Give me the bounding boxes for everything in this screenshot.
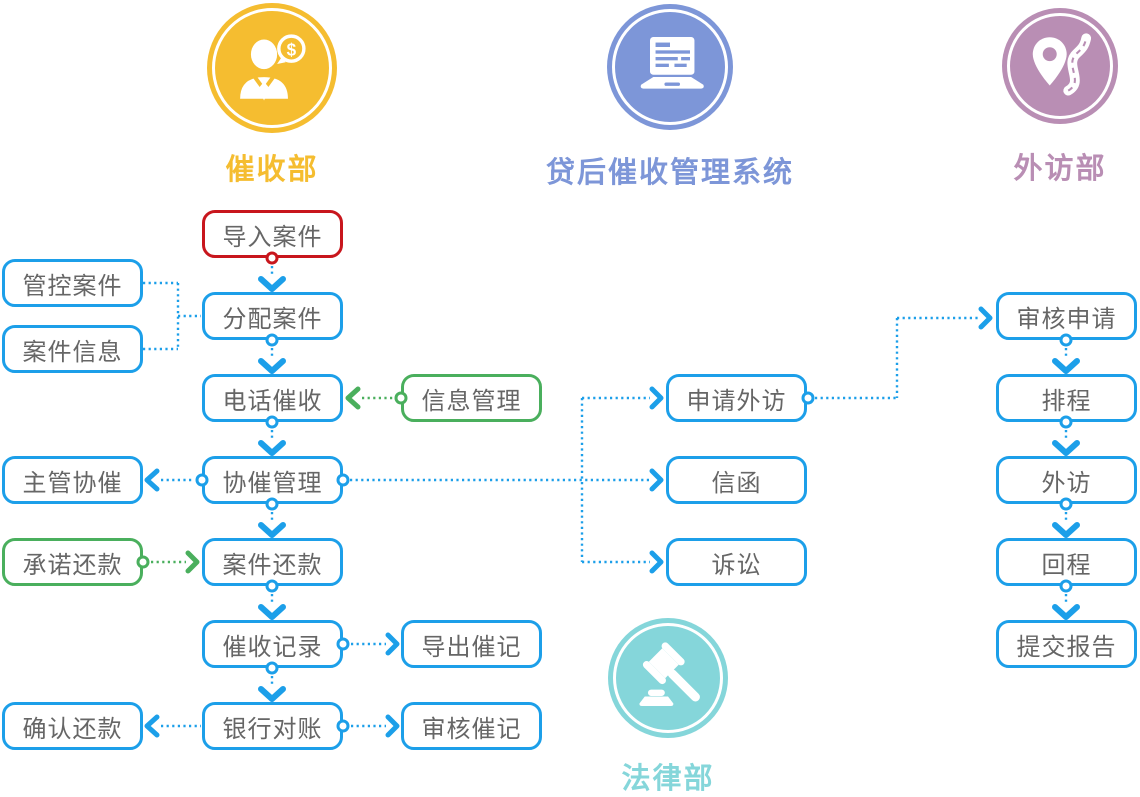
edge-control-info-to-assign	[143, 281, 201, 351]
node-assist-management: 协催管理	[202, 456, 343, 504]
node-confirm-repayment: 确认还款	[2, 702, 143, 750]
node-assign-case-label: 分配案件	[222, 305, 323, 333]
node-scheduling-label: 排程	[1041, 387, 1092, 415]
node-case-repayment-label: 案件还款	[222, 551, 323, 579]
node-field-visit-label: 外访	[1041, 469, 1092, 497]
node-case-info-label: 案件信息	[22, 338, 123, 366]
edge-info-to-phone	[345, 386, 408, 410]
laptop-icon	[640, 37, 704, 89]
dept-collection: $ 催收部	[72, 3, 472, 188]
legal-disc	[608, 618, 728, 738]
edge-bank-to-confirm	[144, 714, 201, 738]
node-bank-reconciliation: 银行对账	[202, 702, 343, 750]
node-submit-report-label: 提交报告	[1016, 633, 1117, 661]
node-assign-case: 分配案件	[202, 292, 343, 340]
edge-assist-to-repayment	[258, 497, 286, 538]
node-letter-label: 信函	[711, 469, 762, 497]
node-supervisor-assist-label: 主管协催	[22, 469, 123, 497]
edge-record-to-export	[336, 632, 400, 656]
node-lawsuit-label: 诉讼	[711, 551, 762, 579]
node-apply-visit: 申请外访	[666, 374, 807, 422]
person-dollar-icon: $	[240, 34, 306, 101]
map-pin-road-icon	[1032, 33, 1092, 96]
edge-review-to-scheduling	[1052, 333, 1080, 374]
node-review-record-label: 审核催记	[421, 715, 522, 743]
node-control-case-label: 管控案件	[22, 272, 123, 300]
node-phone-collection-label: 电话催收	[222, 387, 323, 415]
edge-assist-to-supervisor	[144, 468, 209, 492]
node-lawsuit: 诉讼	[666, 538, 807, 586]
node-promise-repayment-label: 承诺还款	[22, 551, 123, 579]
edge-assign-to-phone	[258, 333, 286, 374]
node-letter: 信函	[666, 456, 807, 504]
dept-system: 贷后催收管理系统	[470, 4, 870, 191]
node-case-repayment: 案件还款	[202, 538, 343, 586]
edge-scheduling-to-visit	[1052, 415, 1080, 456]
edge-import-to-assign	[258, 251, 286, 292]
dept-system-label: 贷后催收管理系统	[545, 157, 794, 189]
edge-repayment-to-record	[258, 579, 286, 620]
node-apply-visit-label: 申请外访	[686, 387, 787, 415]
dept-legal-label: 法律部	[621, 763, 715, 795]
node-promise-repayment: 承诺还款	[2, 538, 143, 586]
node-collection-record-label: 催收记录	[222, 633, 323, 661]
edge-phone-to-assist	[258, 415, 286, 456]
node-supervisor-assist: 主管协催	[2, 456, 143, 504]
dept-field-visit: 外访部	[860, 8, 1140, 187]
node-return-trip-label: 回程	[1041, 551, 1092, 579]
edge-promise-to-repayment	[136, 550, 200, 574]
node-collection-record: 催收记录	[202, 620, 343, 668]
system-disc	[607, 4, 733, 130]
edge-bank-to-review	[336, 714, 400, 738]
node-export-record: 导出催记	[401, 620, 542, 668]
node-field-visit: 外访	[996, 456, 1137, 504]
dept-field-visit-label: 外访部	[1013, 153, 1107, 185]
gavel-icon	[639, 642, 700, 706]
node-import-case-label: 导入案件	[222, 223, 323, 251]
edge-visit-to-return	[1052, 497, 1080, 538]
field-visit-disc	[1002, 8, 1118, 124]
node-case-info: 案件信息	[2, 325, 143, 373]
node-info-management: 信息管理	[401, 374, 542, 422]
node-import-case: 导入案件	[202, 210, 343, 258]
node-review-record: 审核催记	[401, 702, 542, 750]
edge-return-to-report	[1052, 579, 1080, 620]
node-bank-reconciliation-label: 银行对账	[222, 715, 323, 743]
node-review-application-label: 审核申请	[1016, 305, 1117, 333]
svg-text:$: $	[287, 40, 297, 59]
node-export-record-label: 导出催记	[421, 633, 522, 661]
node-return-trip: 回程	[996, 538, 1137, 586]
collection-disc: $	[207, 3, 337, 133]
node-assist-management-label: 协催管理	[222, 469, 323, 497]
node-review-application: 审核申请	[996, 292, 1137, 340]
node-submit-report: 提交报告	[996, 620, 1137, 668]
node-info-management-label: 信息管理	[421, 387, 522, 415]
node-control-case: 管控案件	[2, 259, 143, 307]
node-confirm-repayment-label: 确认还款	[22, 715, 123, 743]
edge-apply-to-review	[801, 306, 993, 405]
node-phone-collection: 电话催收	[202, 374, 343, 422]
edge-record-to-bank	[258, 661, 286, 702]
node-scheduling: 排程	[996, 374, 1137, 422]
dept-collection-label: 催收部	[225, 154, 319, 186]
